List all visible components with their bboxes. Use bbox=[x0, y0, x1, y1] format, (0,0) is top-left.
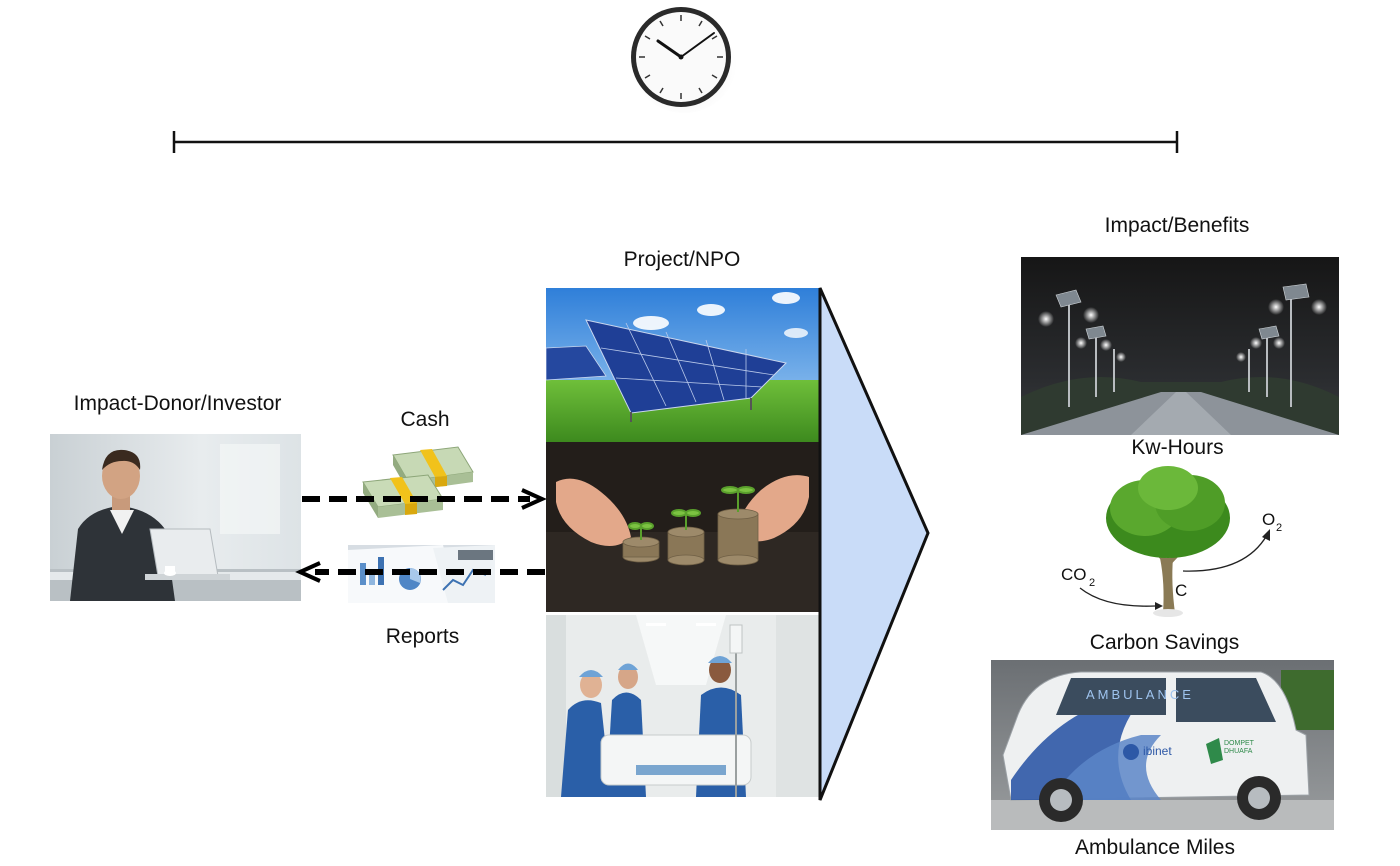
project-to-impact-chevron bbox=[815, 285, 935, 805]
hospital-staff-photo bbox=[546, 615, 819, 797]
co2-text: CO bbox=[1061, 565, 1087, 584]
investor-photo bbox=[50, 434, 301, 601]
reports-arrowhead-icon bbox=[295, 561, 321, 583]
ambulance-label: Ambulance Miles bbox=[1075, 836, 1235, 859]
ibinet-logo-text: ibinet bbox=[1143, 744, 1172, 758]
co2-subscript: 2 bbox=[1089, 577, 1096, 589]
kwh-label: Kw-Hours bbox=[1131, 436, 1224, 459]
seedling-coins-photo bbox=[546, 442, 819, 612]
timeline-bar bbox=[170, 128, 1182, 156]
tree-carbon-cycle-image: CO 2 C O 2 bbox=[1055, 463, 1300, 628]
carbon-c-text: C bbox=[1175, 581, 1188, 600]
o2-text: O bbox=[1262, 510, 1276, 529]
impact-label: Impact/Benefits bbox=[1104, 214, 1250, 237]
ambulance-sign-text: AMBULANCE bbox=[1086, 687, 1194, 702]
cash-reports-flow-arrows bbox=[290, 470, 560, 600]
solar-panel-photo bbox=[546, 288, 819, 442]
dompet-dhuafa-logo-text: DOMPET DHUAFA bbox=[1224, 740, 1254, 755]
ambulance-photo: AMBULANCE ibinet DOMPET DHUAFA bbox=[991, 660, 1334, 830]
reports-label: Reports bbox=[385, 625, 460, 648]
cash-arrowhead-icon bbox=[521, 488, 547, 510]
solar-street-lights-photo bbox=[1021, 257, 1339, 435]
project-label: Project/NPO bbox=[623, 248, 741, 271]
donor-label: Impact-Donor/Investor bbox=[73, 392, 282, 415]
o2-subscript: 2 bbox=[1276, 522, 1283, 534]
carbon-label: Carbon Savings bbox=[1089, 631, 1240, 654]
cash-label: Cash bbox=[400, 408, 450, 431]
clock-icon bbox=[628, 5, 736, 113]
